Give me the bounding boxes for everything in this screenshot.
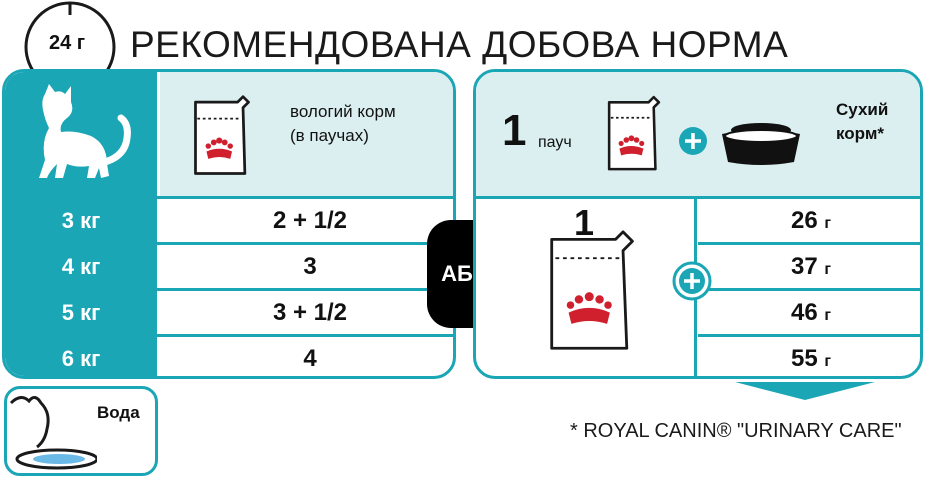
clock-label: 24 г bbox=[46, 32, 89, 55]
wet-food-table: вологий корм (в паучах) 3 кг 2 + 1/2 4 к… bbox=[2, 69, 456, 379]
pouch-icon bbox=[607, 95, 661, 171]
dry-amount-cell: 46 г bbox=[790, 299, 832, 326]
amount-cell: 4 bbox=[303, 345, 317, 372]
plus-icon bbox=[679, 127, 707, 155]
pouch-count: 1 bbox=[502, 106, 527, 155]
dry-amount-cell: 26 г bbox=[790, 207, 832, 234]
amount-cell: 2 + 1/2 bbox=[272, 207, 348, 234]
cat-icon bbox=[39, 84, 131, 178]
mixed-header-cell: 1 пауч Сухий корм* bbox=[476, 72, 920, 196]
amount-cell: 3 + 1/2 bbox=[272, 299, 348, 326]
weight-cell: 5 кг bbox=[5, 291, 157, 334]
divider bbox=[698, 288, 920, 291]
divider bbox=[5, 242, 453, 245]
wet-food-label: вологий корм (в паучах) bbox=[290, 102, 396, 145]
page-title: РЕКОМЕНДОВАНА ДОБОВА НОРМА bbox=[130, 24, 789, 65]
divider bbox=[5, 334, 453, 337]
divider bbox=[698, 242, 920, 245]
pouch-unit: пауч bbox=[538, 134, 572, 151]
dry-food-label: Сухий корм* bbox=[836, 100, 889, 143]
dry-amount-cell: 55 г bbox=[790, 345, 832, 372]
cat-header-cell bbox=[5, 72, 157, 196]
amount-cell: 3 bbox=[303, 253, 317, 280]
divider bbox=[698, 334, 920, 337]
divider bbox=[5, 288, 453, 291]
big-pouch-count: 1 bbox=[574, 202, 595, 243]
down-arrow-icon bbox=[735, 382, 875, 400]
wet-food-header-cell: вологий корм (в паучах) bbox=[160, 72, 453, 196]
pouch-icon bbox=[550, 230, 634, 350]
divider bbox=[5, 196, 453, 199]
water-bowl-icon bbox=[9, 396, 97, 470]
bowl-icon bbox=[722, 123, 800, 165]
water-box: Вода bbox=[4, 386, 158, 476]
divider bbox=[476, 196, 920, 199]
dry-amount-cell: 37 г bbox=[790, 253, 832, 280]
plus-icon bbox=[672, 261, 712, 301]
weight-cell: 6 кг bbox=[5, 337, 157, 376]
mixed-feeding-table: 1 пауч Сухий корм* 1 bbox=[473, 69, 923, 379]
pouch-icon bbox=[194, 95, 250, 175]
water-label: Вода bbox=[97, 403, 140, 422]
footnote: * ROYAL CANIN® "URINARY CARE" bbox=[570, 420, 902, 442]
weight-cell: 4 кг bbox=[5, 245, 157, 288]
weight-cell: 3 кг bbox=[5, 199, 157, 242]
